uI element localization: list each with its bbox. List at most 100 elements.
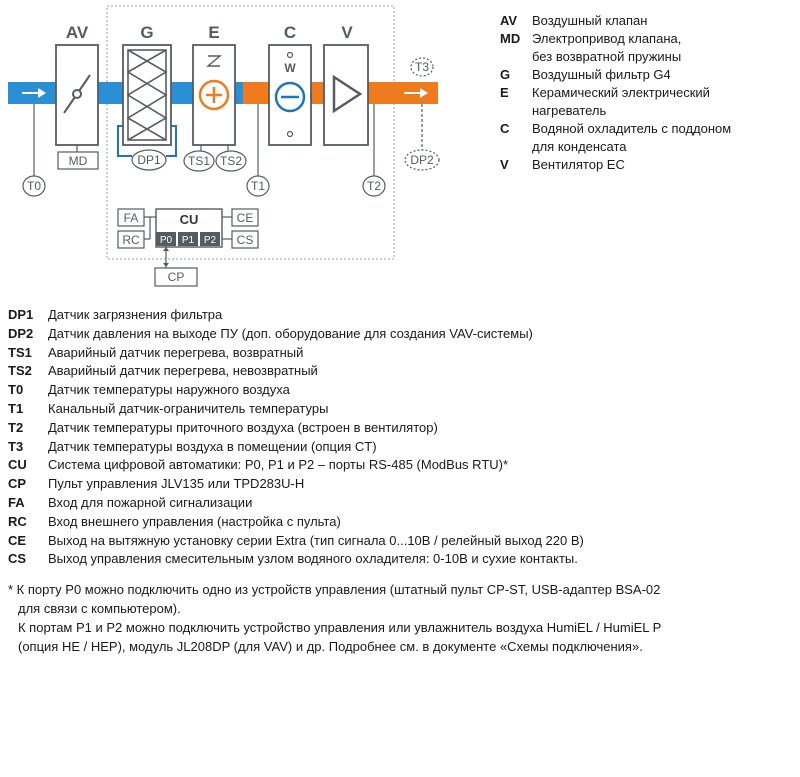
port-p2-label: P2	[204, 235, 217, 246]
legend-entry: CU Система цифровой автоматики: P0, P1 и …	[8, 456, 793, 475]
legend-line: Воздушный фильтр G4	[532, 67, 671, 82]
heater-bolt-icon	[206, 55, 222, 67]
sensor-t3	[410, 57, 434, 77]
legend-description: Датчик давления на выходе ПУ (доп. обору…	[48, 325, 533, 341]
legend-line: Вентилятор EC	[532, 157, 625, 172]
hvac-schematic: T0 AV MD G DP1 E TS1 TS2 T1 C W V T2 T3	[8, 5, 440, 287]
air-outlet-arrow	[404, 88, 428, 98]
legend-line: Водяной охладитель с поддоном	[532, 121, 732, 136]
legend-description: Вентилятор EC	[532, 156, 795, 174]
sensor-t3-label: T3	[415, 60, 429, 74]
legend-code: FA	[8, 494, 25, 510]
footnote-line: * К порту P0 можно подключить одно из ус…	[8, 582, 661, 597]
sensor-ts1	[183, 150, 215, 172]
legend-code: V	[500, 157, 509, 172]
sensor-dp1-label: DP1	[137, 153, 161, 167]
air-inlet-arrow	[22, 88, 46, 98]
legend-description: Пульт управления JLV135 или TPD283U-H	[48, 476, 305, 492]
cu-label: CU	[180, 212, 199, 227]
v-label: V	[341, 23, 353, 42]
legend-line: без возвратной пружины	[532, 49, 682, 64]
legend-code: CE	[8, 532, 27, 548]
legend-description: Выход управления смесительным узлом водя…	[48, 551, 578, 567]
legend-description: Воздушный фильтр G4	[532, 66, 795, 84]
legend-entry: T3 Датчик температуры воздуха в помещении…	[8, 438, 793, 457]
legend-line: Электропривод клапана,	[532, 31, 682, 46]
legend-description: Аварийный датчик перегрева, невозвратный	[48, 363, 318, 379]
legend-entry: MD Электропривод клапана, без возвратной п…	[500, 30, 795, 66]
sensor-t1-label: T1	[251, 179, 265, 193]
filter-zigzag	[126, 49, 168, 141]
legend-description: Датчик температуры наружного воздуха	[48, 382, 290, 398]
legend-description: Канальный датчик-ограничитель температур…	[48, 400, 329, 416]
sensor-t0-label: T0	[27, 179, 41, 193]
legend-line: нагреватель	[532, 103, 607, 118]
c-label: C	[284, 23, 296, 42]
output-cs	[231, 230, 259, 249]
sensor-t2	[362, 175, 386, 197]
sensor-ts2	[215, 150, 247, 172]
legend-entry: E Керамический электрический нагреватель	[500, 84, 795, 120]
legend-code: CP	[8, 476, 27, 492]
legend-entry: G Воздушный фильтр G4	[500, 66, 795, 84]
port-p0-label: P0	[160, 235, 173, 246]
cp-label: CP	[168, 270, 185, 284]
legend-code: DP2	[8, 325, 34, 341]
legend-code: T1	[8, 400, 24, 416]
input-fa-label: FA	[124, 211, 139, 225]
legend-code: T3	[8, 438, 24, 454]
legend-description: Датчик температуры воздуха в помещении (…	[48, 438, 377, 454]
legend-description: Датчик температуры приточного воздуха (в…	[48, 419, 438, 435]
legend-entry: V Вентилятор EC	[500, 156, 795, 174]
legend-code: T2	[8, 419, 24, 435]
unit-outline	[106, 5, 395, 260]
e-label: E	[208, 23, 219, 42]
output-cs-label: CS	[237, 233, 254, 247]
legend-code: CU	[8, 457, 27, 473]
footnote-line: (опция HE / HEP), модуль JL208DP (для VA…	[18, 639, 643, 654]
sensor-ts1-label: TS1	[188, 154, 210, 168]
input-rc-label: RC	[122, 233, 140, 247]
legend-entry: T2 Датчик температуры приточного воздуха …	[8, 419, 793, 438]
legend-code: MD	[500, 31, 521, 46]
port-p1-label: P1	[182, 235, 195, 246]
legend-description: Вход для пожарной сигнализации	[48, 494, 253, 510]
md-actuator-box	[57, 151, 99, 170]
legend-description: Аварийный датчик перегрева, возвратный	[48, 344, 304, 360]
port-p1	[178, 232, 198, 246]
port-p2	[200, 232, 220, 246]
legend-code: G	[500, 67, 511, 82]
legend-description: Система цифровой автоматики: P0, P1 и P2…	[48, 457, 509, 473]
w-label: W	[284, 61, 296, 75]
output-ce-label: CE	[237, 211, 254, 225]
legend-description: Керамический электрический нагреватель	[532, 84, 795, 120]
legend-code: CS	[8, 551, 27, 567]
legend-description: Воздушный клапан	[532, 12, 795, 30]
legend-entry: T1 Канальный датчик-ограничитель температ…	[8, 400, 793, 419]
legend-code: TS2	[8, 363, 32, 379]
legend-description: Электропривод клапана, без возвратной пру…	[532, 30, 795, 66]
sensor-dp2	[404, 149, 440, 171]
fan-triangle-icon	[332, 74, 363, 114]
footnote-line: для связи с компьютером).	[18, 601, 181, 616]
sensor-dp1	[131, 149, 167, 171]
av-label: AV	[66, 23, 89, 42]
output-ce	[231, 208, 259, 227]
legend-code: E	[500, 85, 509, 100]
legend-entry: FA Вход для пожарной сигнализации	[8, 494, 793, 513]
legend-code: RC	[8, 513, 27, 529]
legend-code: C	[500, 121, 510, 136]
legend-line: Керамический электрический	[532, 85, 710, 100]
md-label: MD	[69, 154, 88, 168]
port-p0	[156, 232, 176, 246]
g-label: G	[140, 23, 153, 42]
legend-entry: CS Выход управления смесительным узлом во…	[8, 550, 793, 569]
